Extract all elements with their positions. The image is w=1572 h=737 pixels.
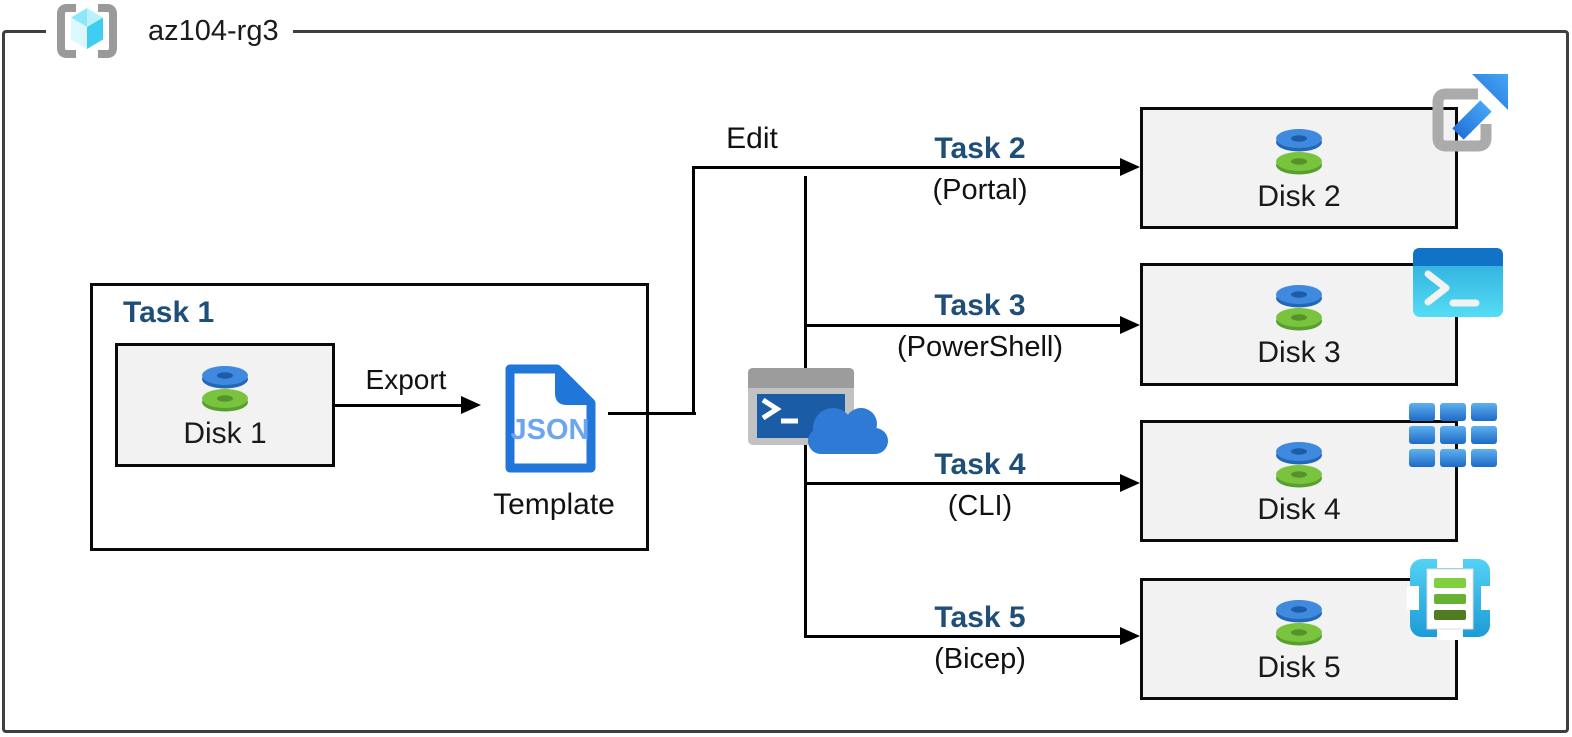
task1-title: Task 1 xyxy=(123,296,215,329)
export-label: Export xyxy=(365,364,447,395)
managed-disk-icon xyxy=(202,365,248,411)
disk1-label: Disk 1 xyxy=(183,416,267,450)
task3-title: Task 3 xyxy=(934,289,1026,322)
json-template-icon: JSON xyxy=(505,364,596,473)
task2-arrowhead xyxy=(1120,158,1140,176)
task4-arrowhead xyxy=(1120,474,1140,492)
task5-title: Task 5 xyxy=(934,601,1026,634)
task3-arrowhead xyxy=(1120,316,1140,334)
task3-labels: Task 3 (PowerShell) xyxy=(850,288,1110,365)
resource-group-header: az104-rg3 xyxy=(46,0,293,62)
edit-label: Edit xyxy=(726,122,778,155)
export-arrowhead xyxy=(461,396,481,414)
task2-arrow-line xyxy=(692,166,1120,169)
managed-disk-icon xyxy=(1276,441,1322,487)
bicep-template-icon xyxy=(1407,556,1493,640)
task5-labels: Task 5 (Bicep) xyxy=(850,600,1110,677)
managed-disk-icon xyxy=(1276,599,1322,645)
template-out-line xyxy=(608,412,696,415)
task5-method: (Bicep) xyxy=(934,643,1026,675)
disk4-label: Disk 4 xyxy=(1257,492,1341,526)
task4-arrow-line xyxy=(804,482,1120,485)
disk2-box: Disk 2 xyxy=(1140,107,1458,229)
task5-arrowhead xyxy=(1120,627,1140,645)
managed-disk-icon xyxy=(1276,285,1322,331)
resource-group-container xyxy=(2,30,1569,733)
managed-disk-icon xyxy=(1276,128,1322,174)
disk2-label: Disk 2 xyxy=(1257,179,1341,213)
disk3-label: Disk 3 xyxy=(1257,336,1341,369)
export-arrow-line xyxy=(333,404,463,407)
task5-arrow-line xyxy=(804,635,1120,638)
json-badge-text: JSON xyxy=(511,414,590,446)
task3-method: (PowerShell) xyxy=(897,331,1063,363)
template-label: Template xyxy=(493,488,615,521)
resource-group-name: az104-rg3 xyxy=(148,14,279,47)
task2-title: Task 2 xyxy=(934,132,1026,165)
task4-method: (CLI) xyxy=(947,490,1013,522)
resource-group-icon xyxy=(57,3,117,58)
task4-labels: Task 4 (CLI) xyxy=(850,447,1110,524)
cli-grid-icon xyxy=(1409,403,1497,467)
task2-labels: Task 2 (Portal) xyxy=(850,131,1110,208)
portal-launch-icon xyxy=(1432,74,1508,152)
disk5-label: Disk 5 xyxy=(1257,650,1341,684)
task3-arrow-line xyxy=(804,324,1120,327)
edit-up-line xyxy=(692,167,695,415)
disk3-box: Disk 3 xyxy=(1140,263,1458,386)
task4-title: Task 4 xyxy=(934,448,1026,481)
cloud-shell-icon xyxy=(748,368,888,454)
disk1-box: Disk 1 xyxy=(115,343,335,467)
task2-method: (Portal) xyxy=(932,174,1028,206)
powershell-icon xyxy=(1413,248,1503,317)
disk5-box: Disk 5 xyxy=(1140,578,1458,700)
disk4-box: Disk 4 xyxy=(1140,420,1458,542)
